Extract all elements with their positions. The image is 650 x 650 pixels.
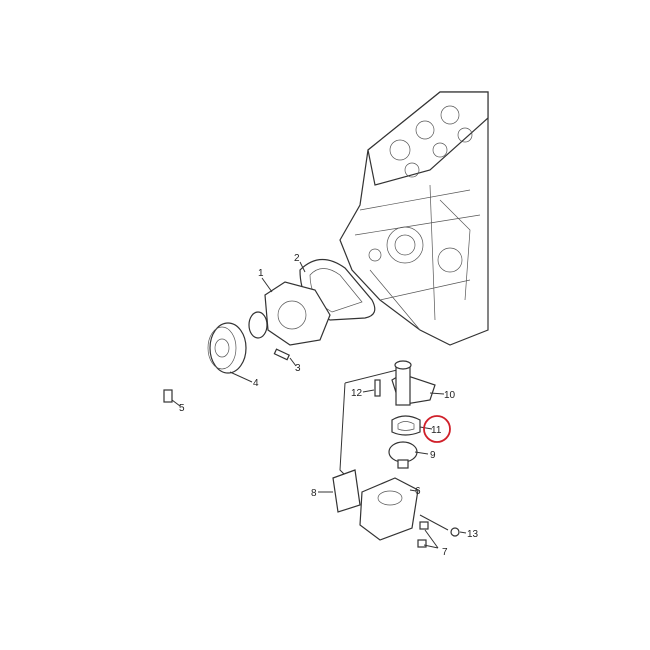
label-4: 4 (253, 378, 259, 389)
part-13-bolt (450, 527, 460, 537)
part-4-pulley (207, 322, 247, 374)
label-10: 10 (444, 390, 456, 401)
part-labels: 1 2 3 4 5 6 7 8 9 10 11 12 13 (179, 253, 479, 558)
label-1: 1 (258, 268, 264, 279)
part-12-bolt (374, 379, 381, 397)
part-1-water-pump (248, 281, 331, 346)
engine-block (339, 91, 489, 346)
label-9: 9 (430, 450, 436, 461)
part-10-housing (395, 364, 411, 406)
label-5: 5 (179, 403, 185, 414)
part-5-bolt (163, 389, 173, 403)
label-2: 2 (294, 253, 300, 264)
label-13: 13 (467, 529, 479, 540)
label-8: 8 (311, 488, 317, 499)
label-12: 12 (351, 388, 363, 399)
part-9-thermostat (388, 441, 418, 463)
label-7: 7 (442, 547, 448, 558)
part-6-cover (359, 477, 419, 541)
part-7-plug (419, 521, 429, 530)
part-8-gasket (332, 469, 361, 513)
label-6: 6 (415, 486, 421, 497)
part-11-gasket (391, 415, 421, 436)
part-3-bolt (273, 348, 290, 361)
leader-lines (171, 261, 467, 549)
highlight-circle (423, 415, 451, 443)
thermostat-assembly (332, 360, 460, 548)
label-3: 3 (295, 363, 301, 374)
label-11: 11 (431, 425, 442, 436)
